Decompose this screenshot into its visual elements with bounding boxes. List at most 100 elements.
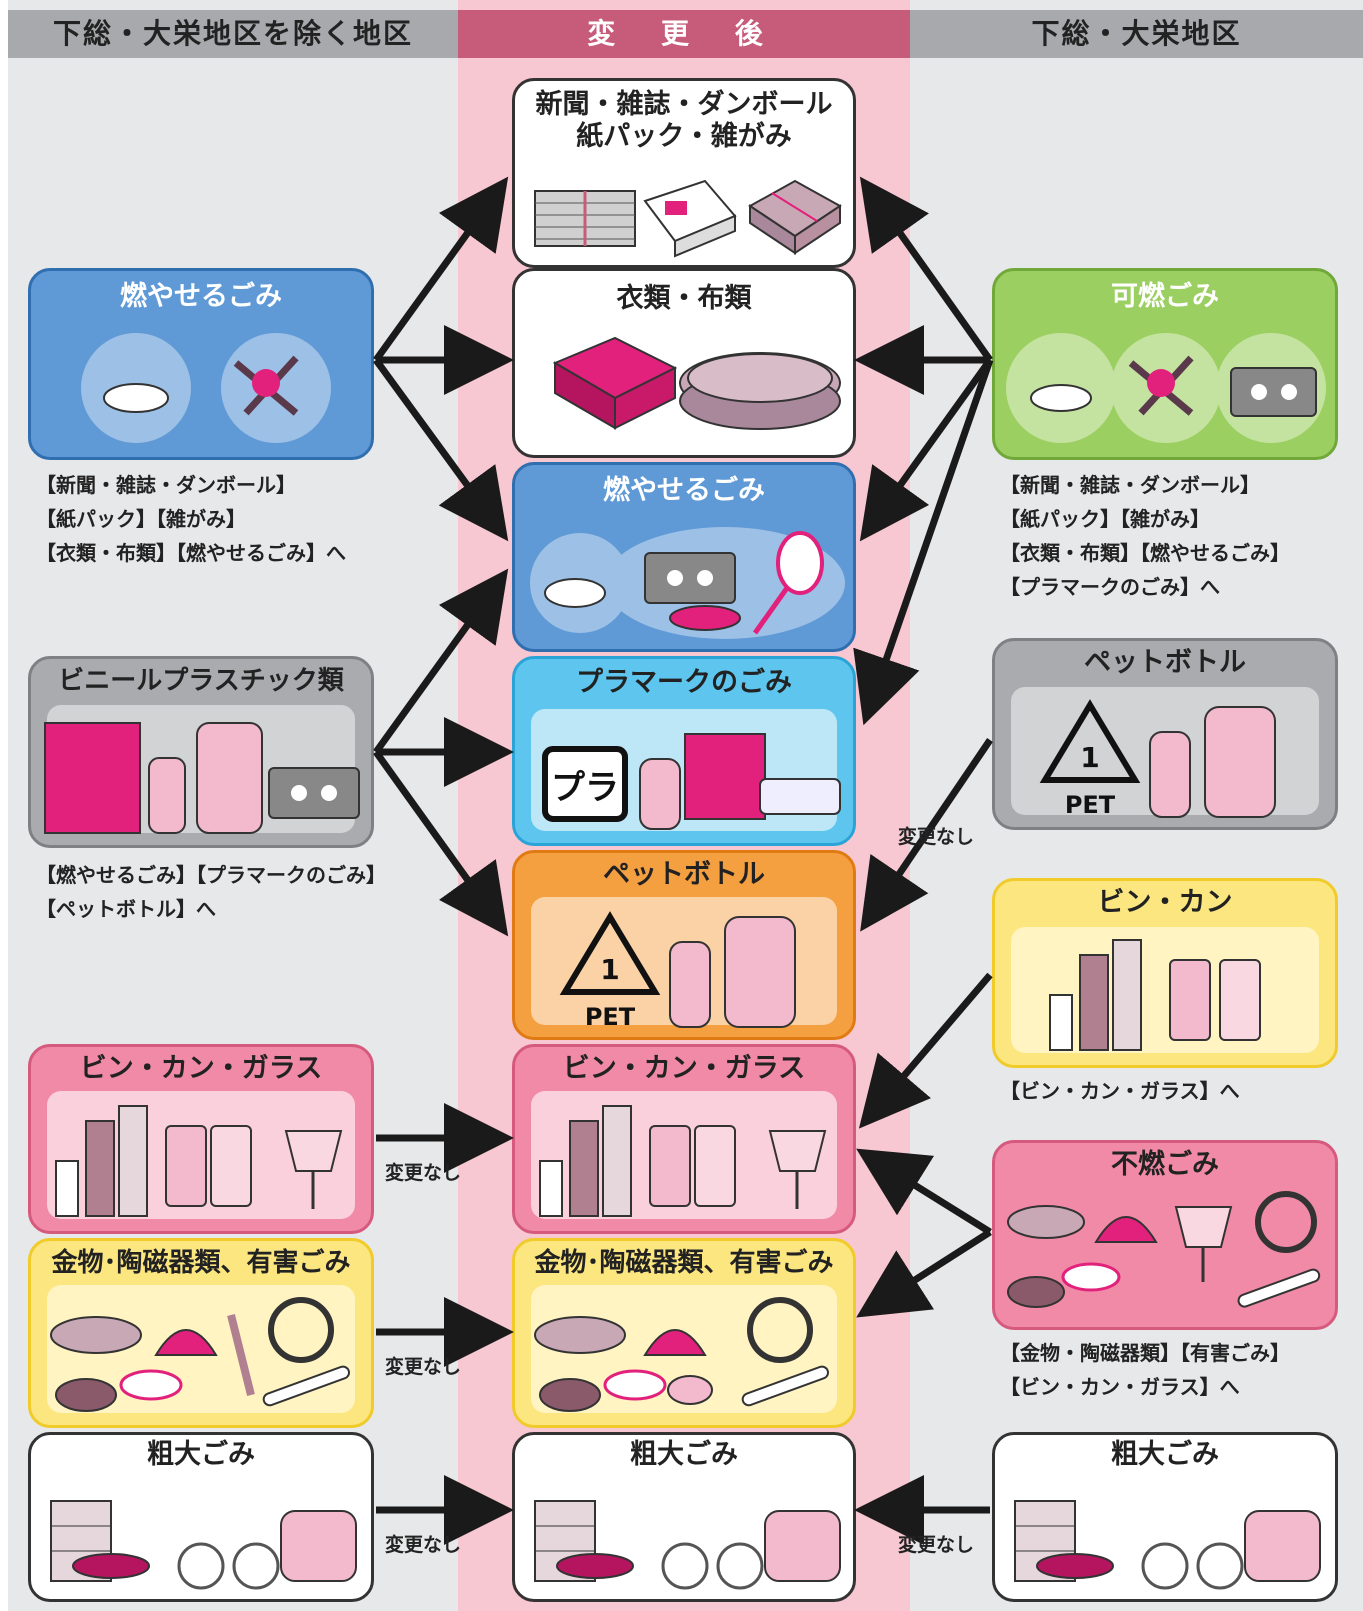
arrow-right-combustible-to-paper	[859, 176, 993, 363]
right-bincan-title: ビン・カン	[1097, 887, 1233, 918]
fluorescent-tube-icon	[741, 1365, 829, 1407]
snack-bag-icon	[684, 733, 766, 820]
wine-glass-icon	[1174, 1206, 1233, 1282]
mid-glass-title: ビン・カン・ガラス	[562, 1053, 806, 1084]
no-change-label: 変更なし	[385, 1356, 462, 1378]
right-pet-illustration: 1 PET	[1039, 699, 1276, 819]
left-metal-illustration	[50, 1297, 350, 1412]
futon-icon	[1244, 1510, 1321, 1582]
pan-icon	[1007, 1205, 1085, 1239]
mid-paper-title: 新聞・雑誌・ダンボール	[535, 89, 833, 120]
mid-pet-box: ペットボトル 1 PET	[512, 850, 856, 1040]
left-glass-title: ビン・カン・ガラス	[79, 1053, 323, 1084]
kettle-icon	[643, 1329, 707, 1356]
mid-paper-box: 新聞・雑誌・ダンボール 紙パック・雑がみ	[512, 78, 856, 268]
fish-bone-icon	[544, 578, 606, 608]
bowl-icon	[539, 1378, 601, 1412]
left-metal-box: 金物･陶磁器類、有害ごみ	[28, 1238, 374, 1428]
large-bottle-icon	[196, 722, 263, 834]
note-line: 【衣類・布類】【燃やせるごみ】	[1000, 541, 1290, 565]
vinyl-illustration	[44, 722, 360, 834]
fish-bone-icon	[1030, 384, 1092, 412]
left-burnable-box: 燃やせるごみ	[28, 268, 374, 460]
glass-illustration	[539, 1105, 827, 1217]
racket-icon	[752, 531, 824, 635]
note-line: 【ビン・カン・ガラス】へ	[1000, 1375, 1240, 1399]
bulky-illustration	[534, 1500, 841, 1590]
arrow-left-burnable-to-burnable	[373, 357, 509, 542]
glass-bottles-icon	[55, 1105, 148, 1217]
pet-recycle-icon: 1	[1039, 699, 1141, 783]
right-combustible-box: 可燃ごみ	[992, 268, 1338, 460]
arrow-right-bincan	[858, 972, 993, 1129]
mid-plamark-box: プラマークのごみ プラ	[512, 656, 856, 846]
pan-icon	[50, 1316, 142, 1354]
bowl-icon	[1007, 1276, 1065, 1308]
note-line: 【金物・陶磁器類】【有害ごみ】	[1000, 1341, 1290, 1365]
header-left: 下総・大栄地区を除く地区	[8, 10, 458, 58]
arrow-right-combustible-to-burnable	[859, 357, 993, 542]
mid-burnable-box: 燃やせるごみ	[512, 462, 856, 652]
table-icon	[556, 1553, 634, 1579]
left-bulky-illustration	[50, 1500, 357, 1590]
svg-text:プラ: プラ	[551, 768, 619, 808]
cardboard-bundle-icon	[748, 179, 842, 255]
header-middle: 変 更 後	[458, 10, 910, 58]
note-line: 【燃やせるごみ】【プラマークのごみ】	[36, 863, 386, 887]
note-line: 【プラマークのごみ】へ	[1000, 575, 1220, 599]
leaves-branches-icon	[233, 355, 299, 416]
folded-clothes-icon	[552, 336, 678, 430]
arrow-left-burnable-to-paper	[373, 176, 509, 363]
left-bulky-box: 粗大ごみ	[28, 1432, 374, 1602]
mid-cloth-box: 衣類・布類	[512, 268, 856, 458]
pet-illustration: 1 PET	[559, 911, 796, 1031]
right-nonburn-note: 【金物・陶磁器類】【有害ごみ】 【ビン・カン・ガラス】へ	[1000, 1336, 1290, 1404]
table-icon	[1036, 1553, 1114, 1579]
left-metal-title: 金物･陶磁器類、有害ごみ	[51, 1248, 351, 1278]
plate-icon	[119, 1369, 183, 1401]
mid-paper-title-2: 紙パック・雑がみ	[576, 121, 792, 152]
note-line: 【新聞・雑誌・ダンボール】	[36, 473, 296, 497]
right-combustible-note: 【新聞・雑誌・ダンボール】 【紙パック】【雑がみ】 【衣類・布類】【燃やせるごみ…	[1000, 468, 1290, 604]
mid-plamark-title: プラマークのごみ	[576, 667, 792, 698]
left-burnable-title: 燃やせるごみ	[120, 281, 282, 312]
folded-blanket-icon	[679, 352, 841, 430]
futon-icon	[280, 1510, 357, 1582]
right-pet-title: ペットボトル	[1084, 647, 1246, 678]
mid-bulky-title: 粗大ごみ	[630, 1439, 738, 1470]
no-change-label: 変更なし	[898, 826, 975, 848]
milk-carton-bundle-icon	[643, 179, 737, 258]
svg-text:1: 1	[600, 953, 619, 986]
futon-icon	[764, 1510, 841, 1582]
small-bottle-icon	[148, 757, 186, 834]
large-bottle-icon	[724, 916, 796, 1028]
glass-bottles-icon	[1049, 939, 1142, 1051]
right-bulky-title: 粗大ごみ	[1111, 1439, 1219, 1470]
wine-glass-icon	[284, 1130, 343, 1209]
note-line: 【衣類・布類】【燃やせるごみ】へ	[36, 541, 346, 565]
arrow-right-pet	[860, 738, 993, 932]
paper-bundles-illustration	[534, 179, 842, 258]
plamark-illustration: プラ	[542, 733, 841, 830]
left-burnable-illustration	[81, 333, 331, 443]
teapot-icon	[667, 1375, 713, 1405]
bicycle-icon	[177, 1542, 280, 1590]
newspaper-bundle-icon	[534, 190, 636, 247]
right-nonburn-title: 不燃ごみ	[1111, 1149, 1219, 1180]
svg-text:1: 1	[1080, 741, 1099, 774]
pet-recycle-icon: 1	[559, 911, 661, 995]
cloth-illustration	[552, 336, 841, 430]
cans-icon	[1169, 959, 1261, 1041]
small-bottle-icon	[1149, 731, 1191, 818]
burnable-illustration	[530, 527, 845, 639]
shoes-icon	[669, 605, 741, 631]
cassette-tape-icon	[1230, 367, 1317, 417]
mid-burnable-title: 燃やせるごみ	[603, 475, 765, 506]
right-bincan-note: 【ビン・カン・ガラス】へ	[1000, 1074, 1240, 1108]
pan-icon	[534, 1316, 626, 1354]
kettle-icon	[1094, 1216, 1158, 1243]
mid-metal-title: 金物･陶磁器類、有害ごみ	[534, 1248, 834, 1278]
cassette-tape-icon	[644, 552, 736, 604]
right-pet-box: ペットボトル 1 PET	[992, 638, 1338, 830]
right-bulky-illustration	[1014, 1500, 1321, 1590]
